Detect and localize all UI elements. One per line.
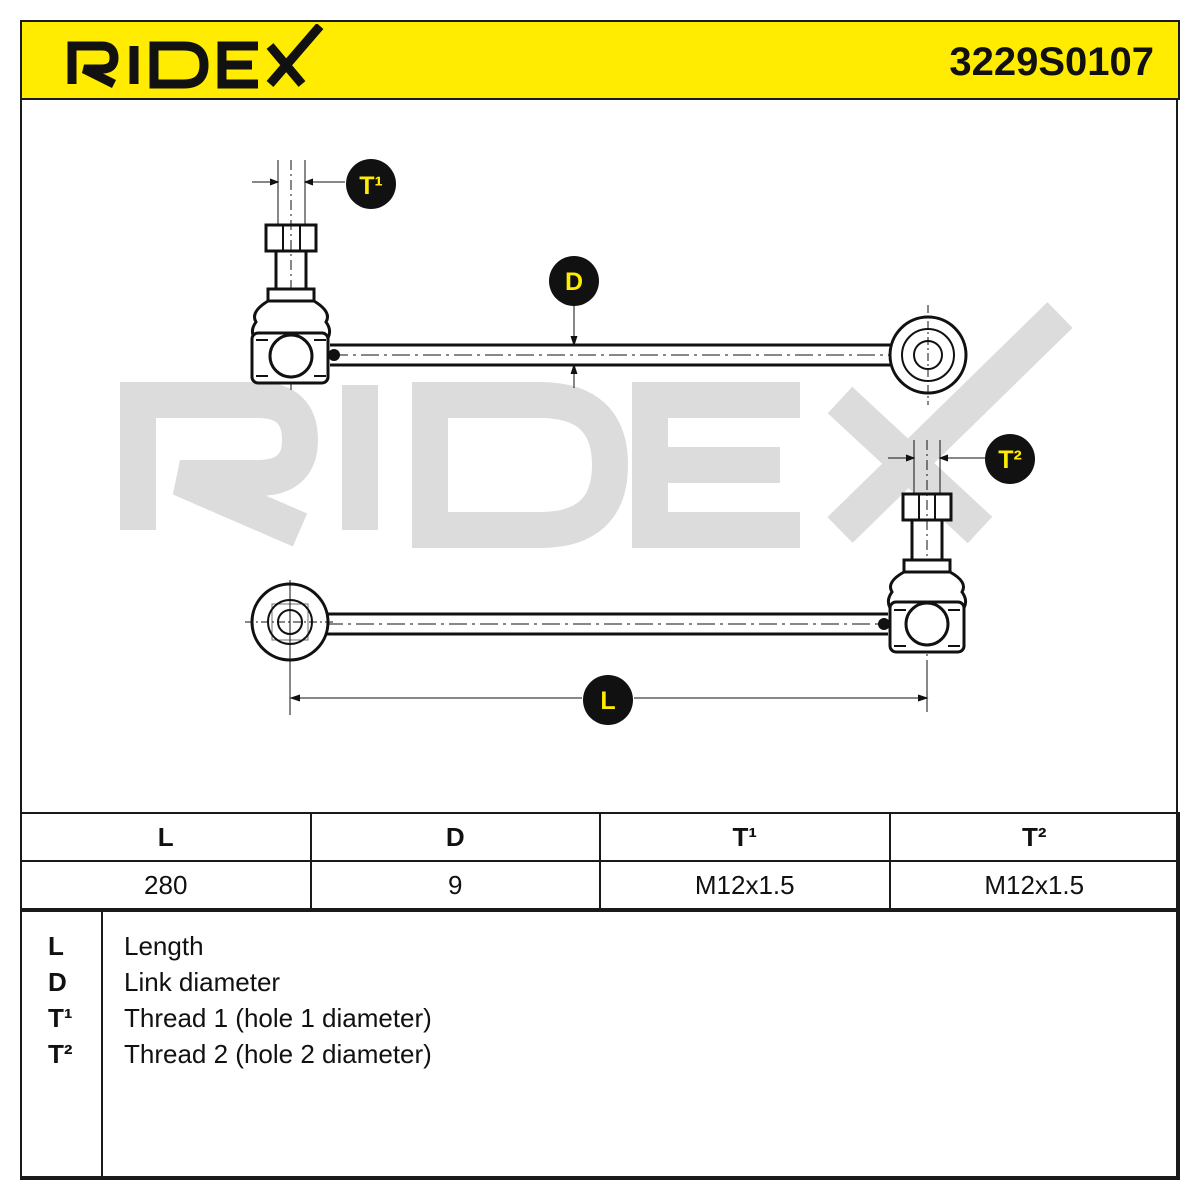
legend-key: L: [48, 931, 64, 961]
callout-d: D: [549, 256, 599, 306]
spec-header-t1: T¹: [599, 812, 891, 862]
legend-text: Thread 1 (hole 1 diameter): [124, 1003, 432, 1033]
legend-key: D: [48, 967, 67, 997]
spec-value-t2: M12x1.5: [888, 860, 1180, 910]
spec-header-row: L D T¹ T²: [20, 812, 1180, 862]
legend-key: T²: [48, 1039, 73, 1069]
callout-t2: T²: [985, 434, 1035, 484]
legend-item: T² Thread 2 (hole 2 diameter): [22, 1036, 1178, 1072]
spec-header-l: L: [20, 812, 312, 862]
callout-t1: T¹: [346, 159, 396, 209]
legend-key: T¹: [48, 1003, 73, 1033]
legend-text: Link diameter: [124, 967, 281, 997]
lower-link: [245, 440, 985, 715]
spec-value-row: 280 9 M12x1.5 M12x1.5: [20, 860, 1180, 910]
ridex-watermark: [120, 302, 1073, 548]
spec-value-l: 280: [20, 860, 312, 910]
header-bar: 3229S0107: [20, 20, 1180, 100]
svg-text:T¹: T¹: [359, 172, 383, 200]
svg-text:T²: T²: [998, 446, 1022, 474]
spec-table: L D T¹ T² 280 9 M12x1.5 M12x1.5: [20, 812, 1180, 910]
callout-l: L: [583, 675, 633, 725]
svg-text:D: D: [565, 268, 583, 296]
legend-item: T¹ Thread 1 (hole 1 diameter): [22, 1000, 1178, 1036]
legend-text: Thread 2 (hole 2 diameter): [124, 1039, 432, 1069]
upper-link: [250, 160, 968, 405]
svg-text:L: L: [600, 687, 615, 715]
legend: L Length D Link diameter T¹ Thread 1 (ho…: [20, 910, 1180, 1180]
legend-item: L Length: [22, 928, 1178, 964]
ridex-logo: [67, 24, 324, 89]
spec-header-d: D: [309, 812, 601, 862]
technical-drawing: T¹ D T² L: [120, 159, 1073, 725]
legend-item: D Link diameter: [22, 964, 1178, 1000]
legend-text: Length: [124, 931, 204, 961]
spec-header-t2: T²: [888, 812, 1180, 862]
spec-value-t1: M12x1.5: [599, 860, 891, 910]
part-number: 3229S0107: [949, 40, 1154, 84]
legend-divider: [101, 912, 103, 1178]
spec-value-d: 9: [309, 860, 601, 910]
